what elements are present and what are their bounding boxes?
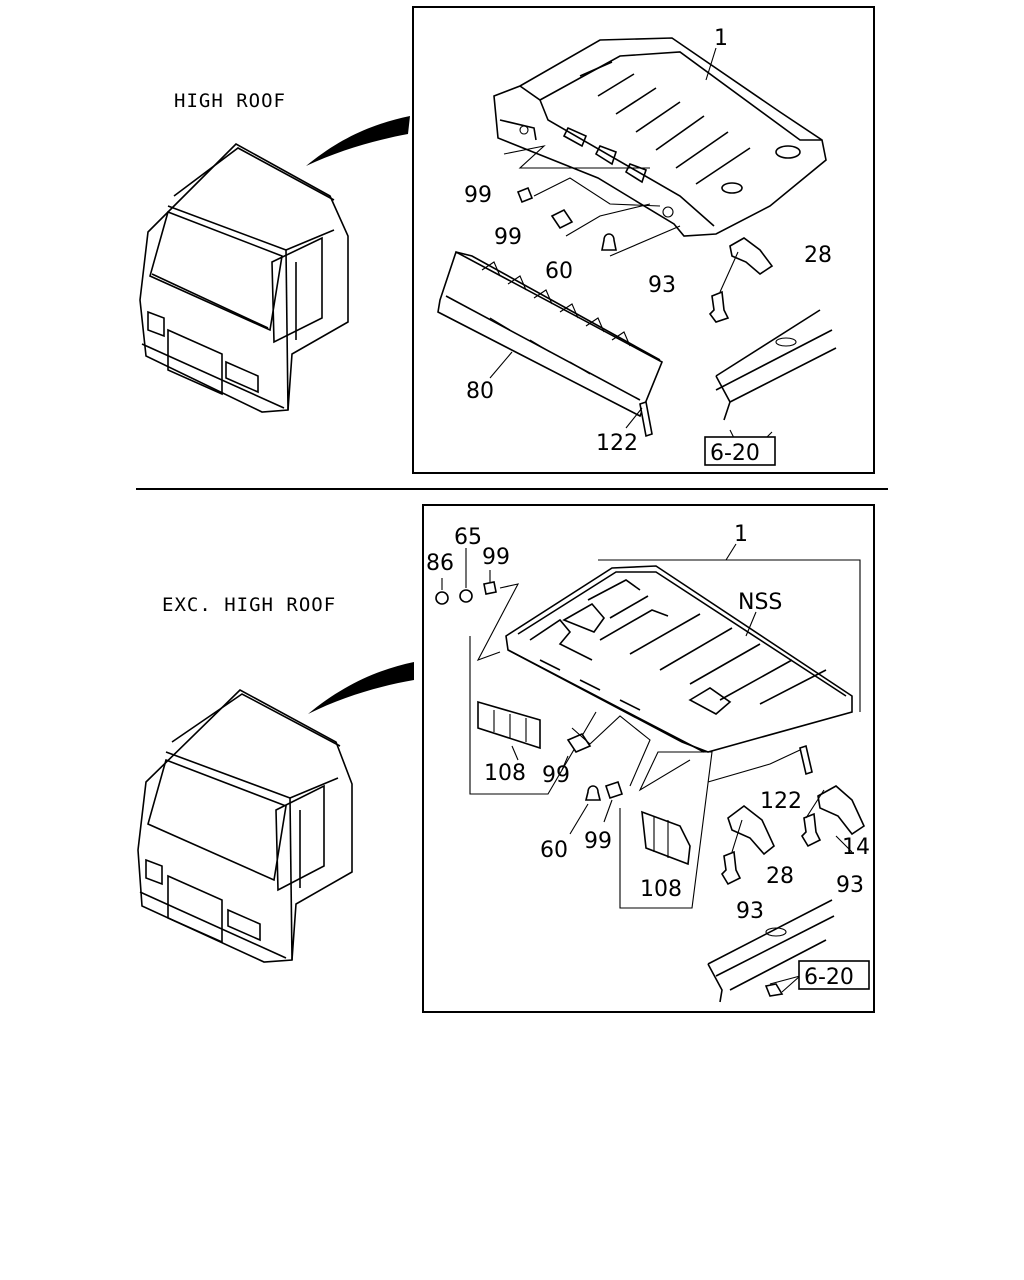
- bottom-callout-clip: 60: [540, 838, 568, 863]
- bottom-top-left-link: [476, 583, 520, 662]
- bottom-washer: [459, 589, 473, 603]
- bottom-bracket-leaders: [731, 789, 853, 853]
- bottom-clip-nut-b-leader: [603, 799, 613, 823]
- bottom-clip: [584, 785, 602, 801]
- bottom-roof-frame: [598, 559, 861, 712]
- bottom-callout-nss: NSS: [738, 590, 782, 615]
- top-side-rail: [715, 309, 837, 421]
- bottom-section: EXC. HIGH ROOF: [137, 504, 875, 1013]
- bottom-callout-clip-nut-b: 99: [584, 829, 612, 854]
- bottom-center-strip-frame: [619, 751, 713, 909]
- top-leader-d: [609, 225, 681, 257]
- top-callout-header-rail: 80: [466, 379, 494, 404]
- top-bolt-leader: [719, 251, 739, 293]
- bottom-clip-nut-a: [566, 733, 592, 753]
- top-rail-leader: [489, 351, 513, 379]
- bottom-cab-illustration: [137, 689, 353, 963]
- bottom-caption: EXC. HIGH ROOF: [162, 594, 336, 616]
- bottom-bolt-r: [800, 812, 822, 848]
- bottom-pin: [799, 744, 813, 776]
- bottom-callout-bolt-r: 93: [836, 873, 864, 898]
- top-callout-bolt: 93: [648, 273, 676, 298]
- top-leader-c: [565, 203, 651, 237]
- bottom-clip-leader: [569, 803, 589, 835]
- top-section: HIGH ROOF: [139, 6, 875, 474]
- top-clip-nut-a: [516, 186, 534, 204]
- top-caption: HIGH ROOF: [174, 90, 286, 112]
- bottom-callout-pin: 122: [760, 789, 802, 814]
- bottom-strip-frame: [469, 636, 597, 795]
- bottom-callout-bracket-r: 14: [842, 835, 870, 860]
- bottom-clip-nut-a-leader: [561, 755, 569, 771]
- bottom-strip-left-detail: [493, 710, 527, 742]
- bottom-center-leaders: [571, 715, 651, 787]
- bottom-nut: [435, 591, 449, 605]
- top-leader-a: [503, 145, 650, 169]
- top-leader-b: [533, 177, 661, 207]
- bottom-strip-center: [641, 810, 691, 866]
- bottom-pointer-arrow: [308, 662, 414, 714]
- bottom-callout-washer: 65: [454, 525, 482, 550]
- bottom-pin-link: [707, 749, 801, 783]
- top-cab-illustration: [139, 143, 349, 413]
- top-clip-nut-b: [550, 208, 574, 230]
- top-pointer-arrow: [306, 116, 410, 166]
- bottom-clip-nut-top: [483, 581, 497, 595]
- bottom-callout-nut: 86: [426, 551, 454, 576]
- bottom-strip-left-leader: [511, 745, 519, 761]
- top-pin: [639, 400, 653, 438]
- bottom-side-rail: [707, 899, 835, 1003]
- bottom-callout-bolt: 93: [736, 899, 764, 924]
- top-ref-box: [704, 436, 776, 466]
- bottom-clip-nut-b: [604, 780, 624, 800]
- bottom-callout-roof-panel: 1: [734, 522, 748, 547]
- top-callout-pin: 122: [596, 431, 638, 456]
- top-leader-1: [705, 47, 717, 81]
- bottom-ref-label: 6-20: [804, 965, 854, 990]
- top-bracket: [729, 237, 774, 276]
- top-callout-bracket: 28: [804, 243, 832, 268]
- bottom-ref-box: [798, 960, 870, 990]
- bottom-callout-clip-nut-top: 99: [482, 545, 510, 570]
- bottom-strip-left: [477, 700, 541, 750]
- top-ref-label: 6-20: [710, 441, 760, 466]
- top-clip: [601, 233, 617, 251]
- bottom-callout-clip-nut-a: 99: [542, 763, 570, 788]
- top-callout-clip-nut-b: 99: [494, 225, 522, 250]
- top-callout-roof-panel: 1: [714, 26, 728, 51]
- bottom-callout-strip-left: 108: [484, 761, 526, 786]
- top-pin-leader: [625, 407, 643, 429]
- top-detail-frame: [412, 6, 875, 474]
- top-callout-clip: 60: [545, 259, 573, 284]
- bottom-strip-center-detail: [653, 816, 669, 858]
- bottom-bracket-r: [817, 785, 866, 836]
- bottom-roof-panel: [505, 565, 853, 753]
- bottom-detail-frame: [422, 504, 875, 1013]
- bottom-callout-strip-center: 108: [640, 877, 682, 902]
- top-roof-panel: [493, 37, 827, 237]
- bottom-top-left-leaders: [441, 548, 491, 590]
- bottom-leader-1: [725, 543, 737, 561]
- bottom-leader-nss: [745, 611, 757, 637]
- top-callout-clip-nut-a: 99: [464, 183, 492, 208]
- bottom-callout-bracket: 28: [766, 864, 794, 889]
- bottom-bracket: [727, 804, 775, 856]
- top-bolt: [708, 290, 730, 323]
- bottom-bolt: [720, 850, 742, 886]
- top-header-rail: [437, 250, 664, 418]
